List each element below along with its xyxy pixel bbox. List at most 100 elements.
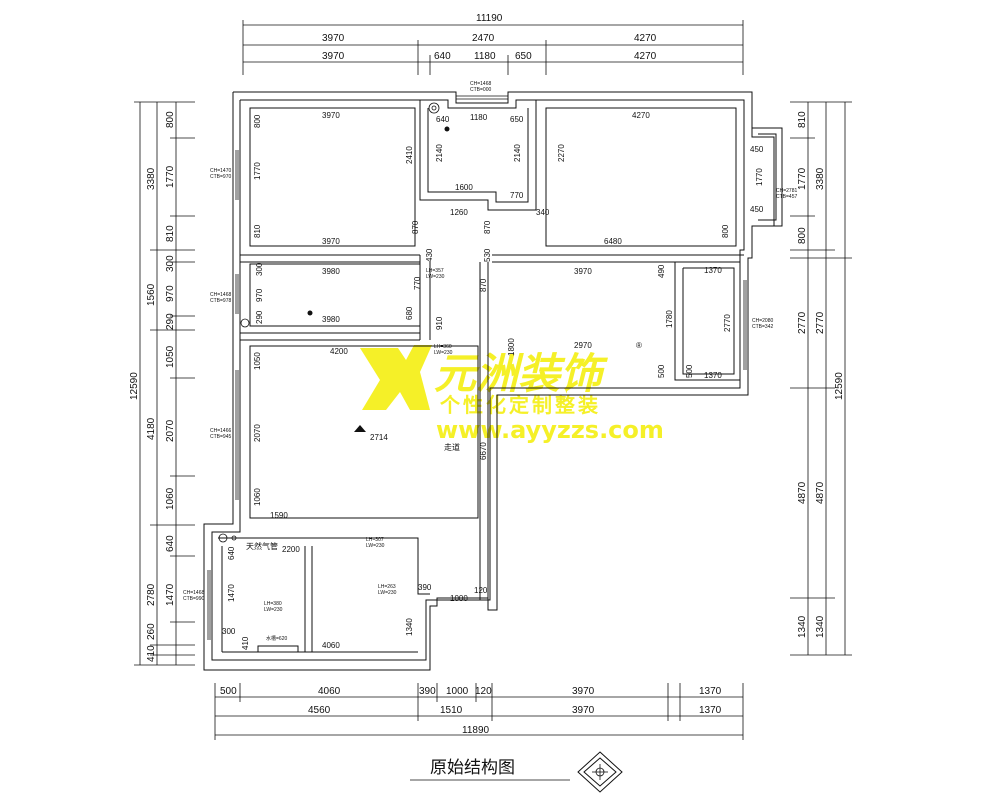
dim-right-o2: 4870 [815, 481, 826, 504]
r2-6: 6480 [604, 237, 622, 246]
r4-9: 2970 [574, 341, 592, 350]
kt-0: 2200 [282, 545, 300, 554]
dim-bot-r1-2: 390 [419, 686, 436, 697]
dim-right-o3: 1340 [815, 615, 826, 638]
bath-2: 650 [510, 115, 524, 124]
sink-counter [257, 645, 299, 653]
note-ctb5: CTB=000 [470, 87, 491, 93]
dim-right-i0: 810 [797, 111, 808, 128]
dim-left-i0: 800 [165, 111, 176, 128]
r3-4: 3980 [322, 315, 340, 324]
dim-right-o1: 2770 [815, 311, 826, 334]
lv-0: 4200 [330, 347, 348, 356]
note-lw2: LW=230 [434, 350, 453, 356]
dim-right-o0: 3380 [815, 167, 826, 190]
lv-5: 2714 [370, 433, 388, 442]
dim-left-total: 12590 [129, 372, 140, 400]
r4-8: 1800 [507, 338, 516, 356]
note-ctb1: CTB=970 [210, 174, 231, 180]
note-lw1: LW=230 [426, 274, 445, 280]
note-lw3: LW=230 [366, 543, 385, 549]
bottom-dimensions: 500 4060 390 1000 120 3970 1370 4560 151… [214, 683, 744, 740]
lv-1: 1050 [253, 352, 262, 370]
dim-bot-r1-0: 500 [220, 686, 237, 697]
notes: CH=1470 CTB=970 CH=1468 CTB=978 CH=1466 … [183, 81, 797, 642]
elevation-marker-icon [354, 425, 366, 432]
watermark: 元洲装饰 ® 个性化定制整装 www.ayyzzs.com [360, 341, 664, 444]
dim-bot-r1-5: 3970 [572, 686, 595, 697]
r3-1: 300 [255, 262, 264, 276]
dim-top-r2-3: 650 [515, 51, 532, 62]
note-ctb6: CTB=342 [752, 324, 773, 330]
kt-9: 1340 [405, 618, 414, 636]
room-living [249, 345, 479, 519]
dim-bot-r1-6: 1370 [699, 686, 722, 697]
dim-left-o0: 3380 [146, 167, 157, 190]
dim-left-i3: 300 [165, 255, 176, 272]
top-dimensions: 11190 3970 2470 4270 3970 640 1180 650 4… [242, 13, 744, 75]
dim-right-i4: 4870 [797, 481, 808, 504]
watermark-registered: ® [636, 341, 642, 350]
r1-r: 2410 [405, 146, 414, 164]
note-ctb2: CTB=978 [210, 298, 231, 304]
note-ch5: CH=1468 [470, 81, 491, 87]
lv-6: 走道 [444, 442, 460, 452]
bath-7: 1260 [450, 208, 468, 217]
watermark-slogan: 个性化定制整装 [439, 393, 601, 417]
r2-0: 4270 [632, 111, 650, 120]
dim-bot-r2-2: 3970 [572, 705, 595, 716]
bath-4: 2140 [513, 144, 522, 162]
r3-10: 870 [479, 278, 488, 292]
gas-pipe-icon [218, 533, 228, 543]
watermark-brand: 元洲装饰 [434, 349, 608, 398]
r1-l2: 1770 [253, 162, 262, 180]
r4-6: 500 [685, 364, 694, 378]
watermark-logo-icon [360, 345, 432, 410]
dim-top-r2-1: 640 [434, 51, 451, 62]
r4-3: 1780 [665, 310, 674, 328]
pipe-icon [240, 318, 250, 328]
dim-bot-r1-4: 120 [475, 686, 492, 697]
r2-4: 450 [750, 205, 764, 214]
dim-bot-r1-3: 1000 [446, 686, 469, 697]
dim-left-i6: 1050 [165, 345, 176, 368]
drain-icon [307, 310, 313, 316]
dim-left-i8: 1060 [165, 487, 176, 510]
r2-2: 450 [750, 145, 764, 154]
dim-top-r2-0: 3970 [322, 51, 345, 62]
walls [203, 91, 783, 671]
r3-8: 430 [425, 248, 434, 262]
bath-5: 1600 [455, 183, 473, 192]
symbols [218, 102, 450, 543]
r4-7: 1370 [704, 371, 722, 380]
dim-bot-r2-0: 4560 [308, 705, 331, 716]
dim-bot-r2-1: 1510 [440, 705, 463, 716]
lv-3: 1060 [253, 488, 262, 506]
dim-right-i1: 1770 [797, 167, 808, 190]
dim-left-o3: 2780 [146, 583, 157, 606]
dim-left-i5: 290 [165, 313, 176, 330]
dim-left-i1: 1770 [165, 165, 176, 188]
dim-right-i2: 800 [797, 227, 808, 244]
title-block: 原始结构图 [410, 751, 623, 793]
watermark-url: www.ayyzzs.com [436, 416, 664, 444]
dim-top-r1-1: 2470 [472, 33, 495, 44]
left-dimensions: 12590 3380 1560 4180 2780 410 260 800 17… [129, 101, 195, 666]
bath-8: 340 [536, 208, 550, 217]
lv-2: 2070 [253, 424, 262, 442]
note-ch6: CH=2080 [752, 318, 773, 324]
r2-3: 1770 [755, 168, 764, 186]
dim-left-i7: 2070 [165, 419, 176, 442]
bath-3: 2140 [435, 144, 444, 162]
lv-4: 1590 [270, 511, 288, 520]
lv-7: 6670 [479, 442, 488, 460]
bath-0: 640 [436, 115, 450, 124]
note-ch4: CH=1468 [183, 590, 204, 596]
note-ctb7: CTB=457 [776, 194, 797, 200]
note-lh5: LH=380 [264, 601, 282, 607]
note-lw5: LW=230 [264, 607, 283, 613]
note-lw4: LW=230 [378, 590, 397, 596]
note-lh1: LH=357 [426, 268, 444, 274]
dim-left-i10: 1470 [165, 583, 176, 606]
